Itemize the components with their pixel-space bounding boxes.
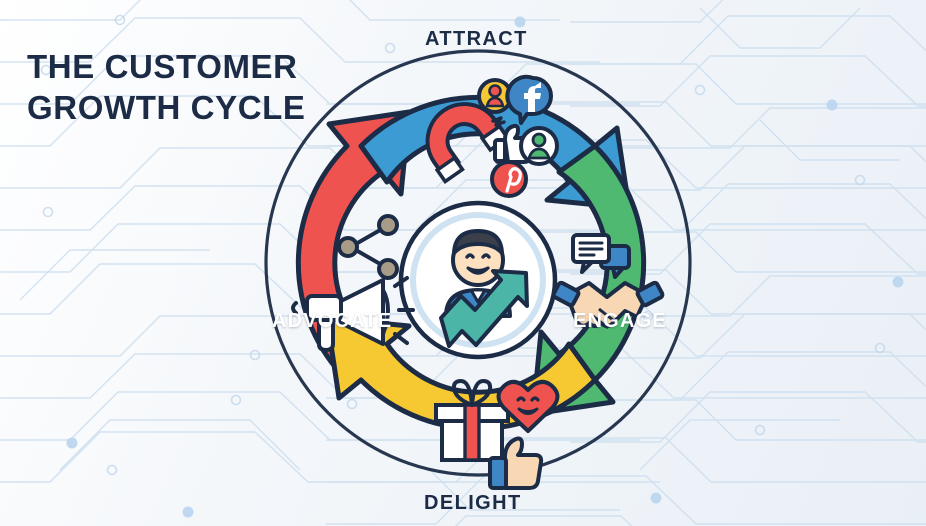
cycle-diagram (243, 28, 713, 498)
title-line-2: GROWTH CYCLE (27, 89, 306, 126)
delight-icon-group (434, 378, 560, 490)
title-line-1: THE CUSTOMER (27, 48, 298, 85)
advocate-icon-group (291, 214, 415, 352)
engage-icon-group (551, 233, 665, 330)
pinterest-icon (490, 160, 528, 198)
chat-bubbles-icon (571, 233, 631, 279)
segment-label-attract: ATTRACT (425, 28, 528, 50)
segment-label-delight: DELIGHT (424, 492, 522, 514)
person-growth-arrow-icon (439, 229, 529, 348)
megaphone-icon (291, 276, 415, 352)
attract-icon-group (425, 74, 559, 198)
magnet-icon (425, 102, 510, 184)
user-avatar-green-icon (519, 126, 559, 166)
cycle-wheel-svg (264, 49, 692, 490)
smiling-heart-icon (496, 379, 560, 433)
handshake-icon (551, 280, 665, 330)
thumbs-up-hand-icon (488, 436, 544, 490)
segment-label-advocate: ADVOCATE (272, 310, 393, 332)
facebook-icon (505, 74, 553, 125)
gift-box-icon (434, 378, 510, 462)
share-network-icon (337, 214, 399, 280)
segment-label-engage: ENGAGE (573, 310, 667, 332)
page-title: THE CUSTOMER GROWTH CYCLE (27, 46, 306, 128)
